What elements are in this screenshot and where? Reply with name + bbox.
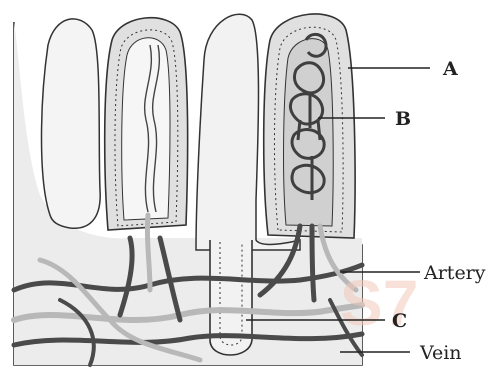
villus-right (264, 14, 355, 238)
left-fold (42, 19, 101, 228)
label-a: A (442, 58, 458, 80)
label-vein: Vein (419, 342, 462, 364)
label-c: C (392, 310, 407, 332)
label-b: B (395, 108, 411, 130)
villus-left (105, 18, 188, 230)
label-artery: Artery (423, 262, 486, 284)
